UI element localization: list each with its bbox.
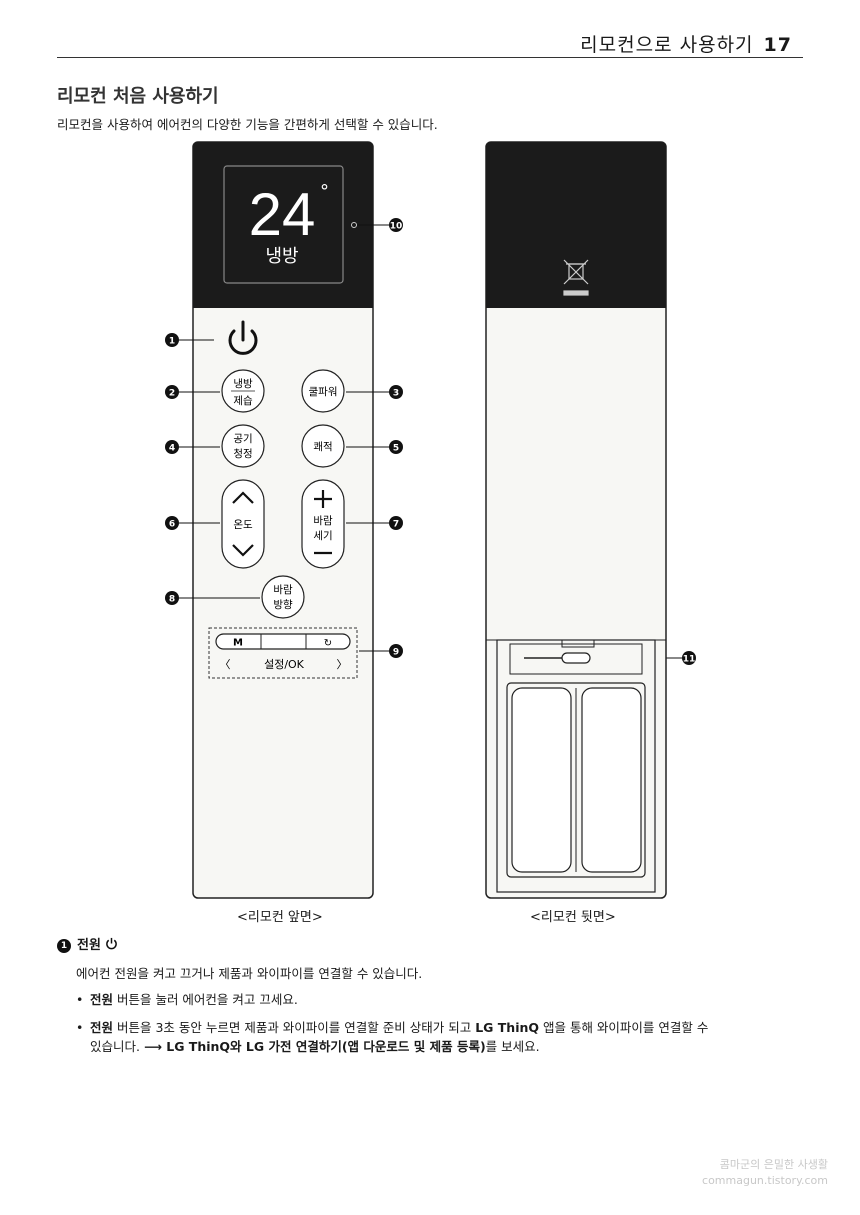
- watermark: 콤마군의 은밀한 사생활 commagun.tistory.com: [702, 1158, 828, 1187]
- section-title: 리모컨 처음 사용하기: [57, 86, 219, 107]
- right-button[interactable]: 〉: [337, 658, 348, 671]
- chevron-up-icon: [232, 491, 254, 504]
- svg-text:방향: 방향: [273, 599, 293, 611]
- header-rule: [57, 57, 803, 58]
- temperature-rocker[interactable]: 온도: [221, 479, 265, 569]
- svg-text:바람: 바람: [273, 583, 293, 596]
- remote-front: 24 ° 냉방 냉방 제습 쿨파워 공기 청정 쾌적: [192, 141, 374, 899]
- svg-text:8: 8: [169, 595, 175, 605]
- lcd-screen: [223, 165, 344, 284]
- svg-text:1: 1: [169, 337, 175, 347]
- remote-figure: 24 ° 냉방 냉방 제습 쿨파워 공기 청정 쾌적: [165, 141, 696, 899]
- svg-text:냉방: 냉방: [233, 378, 253, 390]
- page-number: 17: [763, 34, 792, 56]
- wind-strength-rocker[interactable]: 바람 세기: [301, 479, 345, 569]
- settings-group-outline: [208, 627, 358, 679]
- cool-dehumid-button[interactable]: 냉방 제습: [221, 369, 265, 413]
- cool-power-button[interactable]: 쿨파워: [301, 369, 345, 413]
- mode-bar[interactable]: M ↻: [215, 633, 351, 650]
- section-description: 리모컨을 사용하여 에어컨의 다양한 기능을 간편하게 선택할 수 있습니다.: [57, 117, 438, 132]
- reset-button[interactable]: [561, 652, 591, 664]
- wind-direction-button[interactable]: 바람 방향: [261, 575, 305, 619]
- display-temperature: 24: [249, 181, 316, 248]
- weee-bin-icon: [563, 259, 589, 296]
- timer-icon: ↻: [324, 638, 332, 649]
- svg-text:공기: 공기: [233, 433, 252, 445]
- display-mode: 냉방: [265, 246, 298, 267]
- svg-text:온도: 온도: [233, 519, 253, 531]
- svg-text:7: 7: [393, 520, 399, 530]
- svg-text:6: 6: [169, 520, 175, 530]
- display-degree: °: [320, 181, 329, 202]
- back-caption: <리모컨 뒷면>: [530, 910, 616, 925]
- thinq-link[interactable]: ⟶ LG ThinQ와 LG 가전 연결하기(앱 다운로드 및 제품 등록): [143, 1039, 486, 1054]
- battery-slot-left: [511, 687, 572, 873]
- chevron-down-icon: [232, 544, 254, 557]
- svg-text:9: 9: [393, 648, 399, 658]
- left-button[interactable]: 〈: [220, 658, 231, 671]
- bullet-1: 전원 버튼을 눌러 에어컨을 켜고 끄세요.: [76, 990, 298, 1009]
- callout-markers: 1 2 3 4 5 6 7 8 9 10 11: [165, 218, 696, 665]
- front-caption: <리모컨 앞면>: [237, 910, 323, 925]
- svg-text:4: 4: [169, 444, 175, 454]
- m-button: M: [233, 638, 243, 649]
- comfort-button[interactable]: 쾌적: [301, 424, 345, 468]
- air-clean-button[interactable]: 공기 청정: [221, 424, 265, 468]
- svg-text:3: 3: [393, 389, 399, 399]
- svg-text:5: 5: [393, 444, 399, 454]
- svg-text:2: 2: [169, 389, 175, 399]
- svg-text:10: 10: [390, 222, 403, 232]
- svg-text:청정: 청정: [233, 448, 252, 460]
- svg-text:바람: 바람: [313, 514, 333, 527]
- display-panel: [193, 142, 373, 308]
- power-icon: [106, 937, 118, 950]
- battery-slot-right: [581, 687, 642, 873]
- remote-back: [485, 141, 667, 899]
- item-1-number: 1: [57, 938, 71, 953]
- power-button[interactable]: [228, 320, 258, 355]
- svg-text:쿨파워: 쿨파워: [309, 385, 338, 398]
- svg-text:11: 11: [683, 655, 696, 665]
- bullet-2: 전원 버튼을 3초 동안 누르면 제품과 와이파이를 연결할 준비 상태가 되고…: [76, 1018, 810, 1056]
- sensor-dot: [351, 222, 357, 228]
- setting-ok-button[interactable]: 설정/OK: [264, 658, 305, 671]
- svg-text:세기: 세기: [313, 530, 332, 542]
- item-1-description: 에어컨 전원을 켜고 끄거나 제품과 와이파이를 연결할 수 있습니다.: [76, 966, 423, 981]
- svg-text:쾌적: 쾌적: [313, 441, 332, 453]
- svg-text:제습: 제습: [233, 395, 253, 407]
